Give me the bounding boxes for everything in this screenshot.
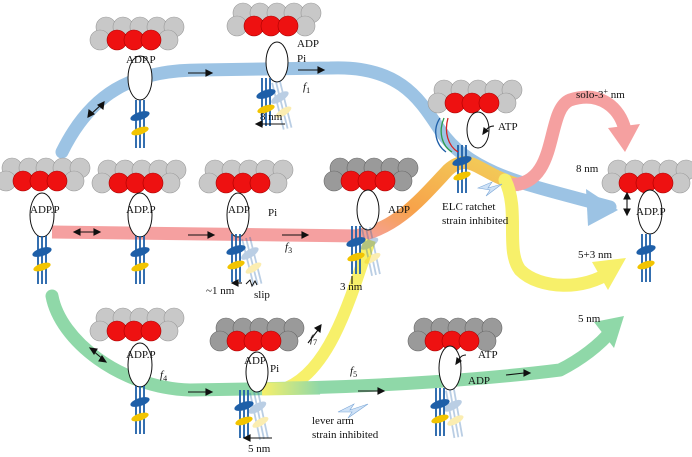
state-label: ADP: [468, 375, 490, 387]
outcome-label: solo-3+ nm: [576, 87, 625, 101]
rate-label: f4: [160, 369, 167, 383]
state-label: Pi: [270, 363, 279, 375]
actin-filament: [427, 79, 523, 114]
lever-arm: [634, 233, 658, 283]
step-label: 5 nm: [248, 443, 271, 455]
actin-filament: [323, 157, 419, 192]
state-label: ADP: [228, 204, 250, 216]
red-solo-arrowhead: [608, 124, 640, 152]
myosin-head: [438, 345, 462, 391]
lightning-icon: [337, 403, 369, 419]
text-labels: ADP.P ADP Pi f1 8 nm ATP ELC ratchet str…: [30, 38, 666, 455]
myosin-head: [245, 351, 269, 393]
green-pathway: [45, 289, 619, 397]
green-yellow-blend: [261, 381, 321, 396]
myosin-heads: [29, 41, 663, 393]
myosin-head: [466, 111, 490, 149]
step-label: 8 nm: [260, 111, 283, 123]
actin-filament: [89, 16, 185, 51]
pathway-bands: [45, 61, 640, 397]
actin-filament: [601, 159, 692, 194]
yellow-upper-arrowhead: [592, 258, 626, 290]
elc-ratchet-strands: [435, 117, 459, 153]
red-pathway: [51, 225, 361, 243]
slip-squiggle: [245, 279, 258, 288]
state-label: ATP: [498, 121, 518, 133]
actin-filament: [209, 317, 305, 352]
lightning-icon: [476, 181, 503, 197]
yellow-pathway-f7: [283, 238, 376, 394]
lever-label: lever arm: [312, 415, 354, 427]
rate-label: f3: [285, 241, 292, 255]
state-label: ADP.P: [636, 206, 666, 218]
state-label: ADP: [388, 204, 410, 216]
outcome-label: 5 nm: [578, 313, 601, 325]
rate-label: f1: [303, 81, 310, 95]
actin-filament: [89, 307, 185, 342]
green-arrowhead: [594, 316, 624, 348]
rate-label: f5: [350, 365, 357, 379]
actin-filament: [0, 157, 91, 192]
orange-pathway: [353, 156, 522, 243]
myosin-head: [226, 192, 250, 238]
myosin-head: [265, 41, 289, 83]
outcome-label: 8 nm: [576, 163, 599, 175]
slip-label: slip: [254, 289, 270, 301]
lever-label: strain inhibited: [312, 429, 379, 441]
actin-filament: [198, 159, 294, 194]
actin-filament: [91, 159, 187, 194]
elc-label: strain inhibited: [442, 215, 509, 227]
state-label: ADP: [244, 355, 266, 367]
lever-arm: [128, 99, 152, 149]
actin-filament: [226, 2, 322, 37]
strain-lightning-icons: [337, 181, 503, 419]
step-label: 3 nm: [340, 281, 363, 293]
myosin-head: [356, 189, 380, 231]
state-label: ADP.P: [126, 54, 156, 66]
blue-pathway-arrowhead: [586, 189, 618, 226]
actin-filament: [407, 317, 503, 352]
red-solo-pathway: [503, 90, 632, 192]
state-label: ADP.P: [126, 204, 156, 216]
elc-label: ELC ratchet: [442, 201, 495, 213]
step-label: ~1 nm: [206, 285, 235, 297]
lever-arm: [30, 235, 54, 285]
state-label: Pi: [268, 207, 277, 219]
state-label: ADP: [297, 38, 319, 50]
rate-label: f7: [310, 333, 317, 347]
outcome-label: 5+3 nm: [578, 249, 612, 261]
state-label: Pi: [297, 53, 306, 65]
state-label: ATP: [478, 349, 498, 361]
lever-arm: [128, 235, 152, 285]
state-label: ADP.P: [126, 349, 156, 361]
step-arrows: [72, 66, 631, 442]
yellow-pathway-upper: [498, 173, 617, 292]
state-label: ADP.P: [30, 204, 60, 216]
lever-arm: [128, 385, 152, 435]
